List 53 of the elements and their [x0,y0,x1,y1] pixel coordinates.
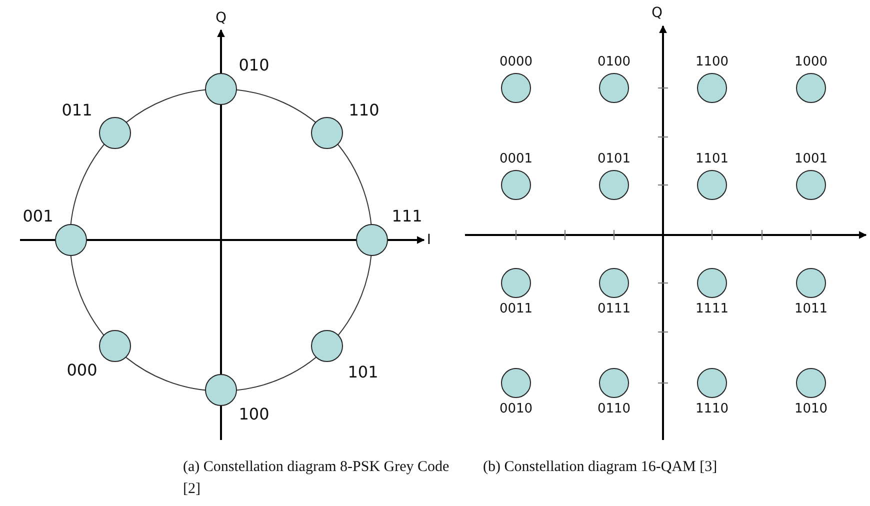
bit-label: 0011 [499,302,533,316]
bit-label: 001 [22,206,54,226]
constellation-point [796,73,826,103]
constellation-point [205,374,237,406]
bit-label: 1101 [695,152,729,166]
constellation-point [311,117,343,149]
bit-label: 0001 [499,152,533,166]
bit-label: 0101 [597,152,631,166]
constellation-point [599,73,629,103]
constellation-point [501,73,531,103]
bit-label: 1011 [794,302,828,316]
constellation-point [356,224,388,256]
bit-label: 011 [62,100,92,120]
bit-label: 1100 [695,54,729,70]
bit-label: 1111 [695,302,729,316]
constellation-point [501,268,531,298]
constellation-point [501,368,531,398]
bit-label: 1000 [794,54,828,70]
bit-label: 0000 [499,54,533,70]
bit-label: 101 [348,362,378,382]
bit-label: 1010 [794,402,828,416]
bit-label: 1001 [794,152,828,166]
constellation-point [205,73,237,105]
bit-label: 0010 [499,402,533,416]
constellation-point [599,170,629,200]
bit-label: 1110 [695,402,729,416]
constellation-point [697,170,727,200]
constellation-point [55,224,87,256]
constellation-point [796,268,826,298]
axis-label: I [426,232,432,248]
axis-label: Q [651,5,663,21]
constellation-point [796,368,826,398]
constellation-point [501,170,531,200]
constellation-point [99,330,131,362]
constellation-point [599,268,629,298]
axis-label: Q [215,10,227,26]
bit-label: 0110 [597,402,631,416]
bit-label: 100 [238,404,270,424]
bit-label: 000 [66,360,98,380]
constellation-point [796,170,826,200]
figure-caption: (a) Constellation diagram 8-PSK Grey Code [2] [183,458,450,499]
constellation-point [697,73,727,103]
bit-label: 110 [348,100,380,120]
bit-label: 010 [238,56,270,74]
bit-label: 0100 [597,54,631,70]
bit-label: 111 [392,206,422,226]
constellation-point [311,330,343,362]
constellation-point [697,268,727,298]
constellation-point [599,368,629,398]
bit-label: 0111 [597,302,631,316]
constellation-point [99,117,131,149]
constellation-point [697,368,727,398]
figure-caption: (b) Constellation diagram 16-QAM [3] [483,458,718,477]
